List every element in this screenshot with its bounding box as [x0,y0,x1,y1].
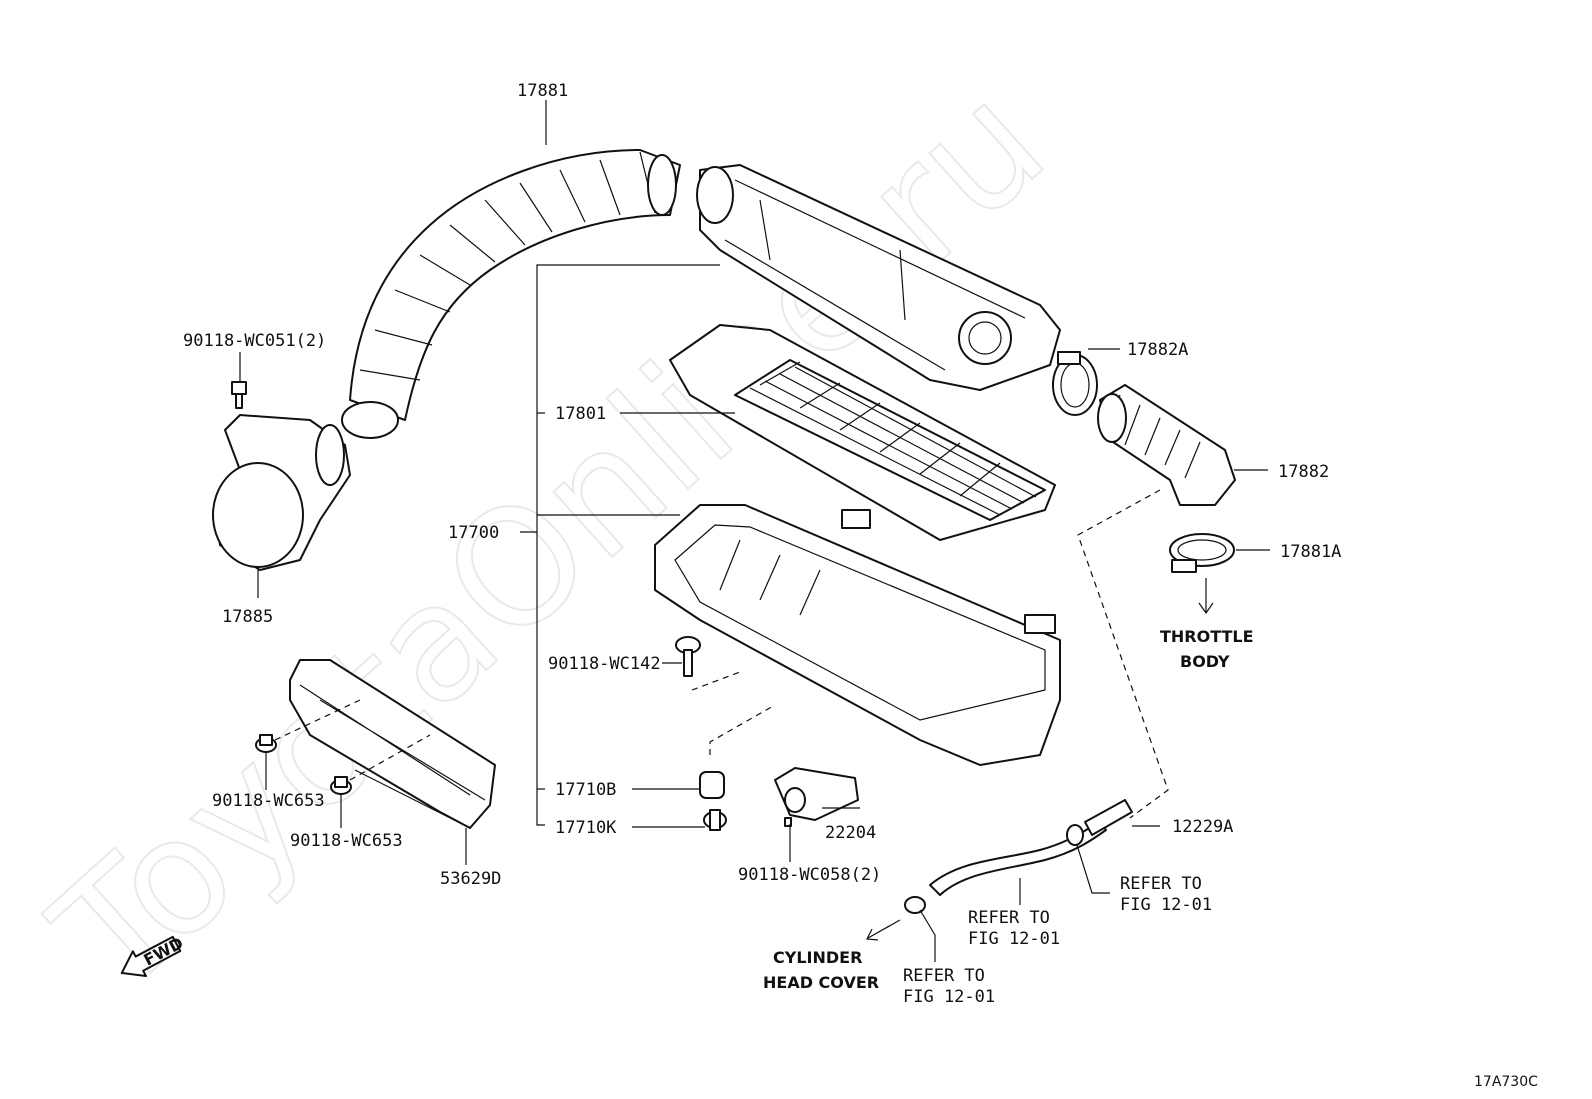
bolt-wc051-part [231,381,247,409]
assembly-dashed-lines [274,489,1169,819]
callout-refer2-1: REFER TO [1120,874,1202,894]
air-cleaner-upper-case-part [696,164,1061,391]
hose-clamp-a-part [1052,351,1098,416]
callout-throttle-2: BODY [1180,652,1230,671]
grommet-k-part [703,809,727,831]
diagram-code: 17A730C [1474,1074,1538,1090]
heat-shield-part [289,659,496,829]
label-bolt-wc051: 90118-WC051(2) [183,331,326,351]
inlet-duct-part [212,414,351,571]
bolt-wc653-a-part [255,734,277,753]
grommet-b-part [699,771,725,799]
callout-head-1: CYLINDER [773,948,862,967]
callouts: THROTTLE BODY CYLINDER HEAD COVER REFER … [763,627,1254,1007]
callout-head-2: HEAD COVER [763,973,879,992]
head-cover-arrow [866,919,901,941]
label-bolt-wc142: 90118-WC142 [548,654,661,674]
label-hose-fitting: 12229A [1172,817,1233,837]
hose-clamp-b-part [1169,533,1235,573]
throttle-arrow [1198,578,1214,615]
label-bolt-wc653-b: 90118-WC653 [290,831,403,851]
callout-refer3-2: FIG 12-01 [903,987,995,1007]
outlet-hose-part [1097,384,1236,506]
air-cleaner-lower-case-part [654,504,1061,766]
callout-refer1-2: FIG 12-01 [968,929,1060,949]
callout-refer2-2: FIG 12-01 [1120,895,1212,915]
label-element: 17801 [555,404,606,424]
callout-throttle-1: THROTTLE [1160,627,1254,646]
label-grommet-k: 17710K [555,818,617,838]
callout-refer1-1: REFER TO [968,908,1050,928]
part-labels: 17881 17801 17700 17882A 17882 17881A 90… [183,81,1341,889]
label-screw-wc058: 90118-WC058(2) [738,865,881,885]
callout-refer3-1: REFER TO [903,966,985,986]
label-shield: 53629D [440,869,501,889]
label-air-cleaner-assy: 17700 [448,523,499,543]
mass-air-flow-sensor-part [774,767,859,827]
label-bolt-wc653-a: 90118-WC653 [212,791,325,811]
bolt-wc142-part [675,636,701,677]
label-inlet-duct: 17885 [222,607,273,627]
leader-lines [239,100,1270,962]
label-intake-hose: 17881 [517,81,568,101]
intake-hose-part [341,149,681,439]
label-grommet-b: 17710B [555,780,616,800]
label-outlet-hose: 17882 [1278,462,1329,482]
label-sensor: 22204 [825,823,876,843]
label-clamp-b: 17881A [1280,542,1341,562]
bolt-wc653-b-part [330,776,352,795]
ventilation-hose-part [904,799,1133,914]
air-filter-element-part [669,324,1056,541]
label-clamp-a: 17882A [1127,340,1188,360]
